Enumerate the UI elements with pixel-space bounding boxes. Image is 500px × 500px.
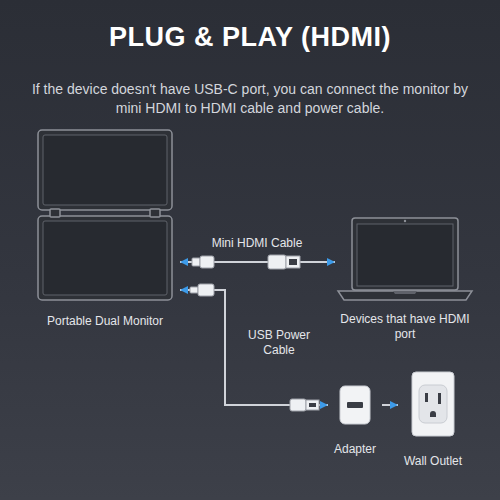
node-label: Wall Outlet bbox=[398, 454, 468, 469]
cable-label: USB Power Cable bbox=[236, 328, 322, 358]
hdmi-plug bbox=[268, 255, 300, 269]
icon-space bbox=[335, 212, 475, 312]
adapter-illustration bbox=[340, 386, 370, 424]
cable-connector bbox=[180, 290, 328, 405]
icon-space bbox=[398, 366, 468, 454]
usb-a-plug bbox=[290, 399, 319, 411]
page-title: PLUG & PLAY (HDMI) bbox=[0, 22, 500, 53]
cable-connector bbox=[382, 404, 398, 406]
laptop-illustration bbox=[338, 218, 472, 300]
monitor-node: Portable Dual Monitor bbox=[30, 128, 180, 329]
adapter-node: Adapter bbox=[328, 380, 382, 457]
cable-label: Mini HDMI Cable bbox=[200, 236, 314, 251]
subtitle-note: If the device doesn't have USB-C port, y… bbox=[30, 80, 470, 118]
node-label: Devices that have HDMI port bbox=[335, 312, 475, 342]
micro-usb-plug bbox=[190, 284, 214, 296]
node-label: Portable Dual Monitor bbox=[30, 314, 180, 329]
dual-monitor-illustration bbox=[38, 130, 172, 300]
wall-outlet-illustration bbox=[412, 372, 454, 436]
device-node: Devices that have HDMI port bbox=[335, 212, 475, 342]
icon-space bbox=[328, 380, 382, 442]
mini-hdmi-plug bbox=[192, 256, 214, 268]
outlet-node: Wall Outlet bbox=[398, 366, 468, 469]
node-label: Adapter bbox=[328, 442, 382, 457]
icon-space bbox=[30, 128, 180, 314]
